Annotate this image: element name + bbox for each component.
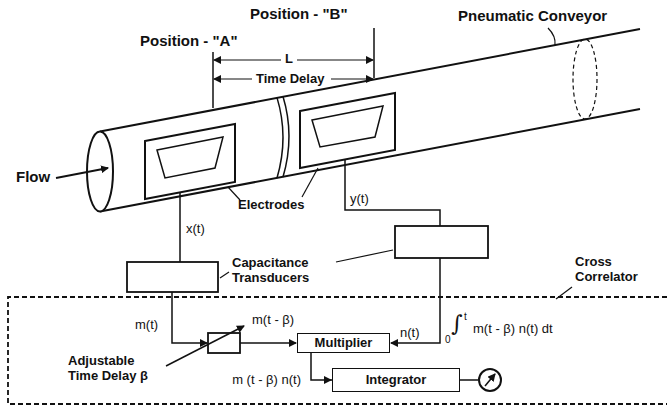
- flow-arrow: [56, 168, 108, 178]
- correlator-region: [8, 297, 667, 404]
- text-label: Adjustable Time Delay β: [68, 354, 168, 384]
- text-label: y(t): [350, 192, 369, 207]
- dimension-arrow: [214, 59, 281, 60]
- text-label: n(t): [400, 326, 420, 341]
- arrow-head: [324, 376, 332, 384]
- transducer-box: [127, 262, 218, 292]
- dimension-line: [212, 52, 214, 108]
- connector: [311, 353, 332, 380]
- signal-wire: [460, 379, 478, 381]
- process-box: Integrator: [332, 368, 460, 392]
- text-label: Position - "B": [250, 5, 348, 22]
- process-box: Multiplier: [297, 333, 390, 353]
- pipe-section: [573, 39, 597, 119]
- transducer-box: [395, 226, 488, 258]
- text-label: 0: [445, 334, 451, 346]
- dimension-arrow: [331, 78, 373, 79]
- text-label: m(t): [135, 318, 158, 333]
- leader-line: [220, 272, 229, 278]
- signal-wire: [240, 342, 296, 344]
- signal-wire: [345, 159, 440, 226]
- text-label: Capacitance Transducers: [232, 256, 337, 286]
- pipe-joint: [283, 97, 289, 178]
- text-label: Flow: [16, 168, 50, 185]
- text-label: Time Delay: [256, 72, 324, 87]
- meter-needle: [485, 374, 495, 386]
- text-label: x(t): [186, 222, 205, 237]
- text-label: Cross Correlator: [575, 255, 660, 285]
- text-label: L: [285, 52, 293, 67]
- box-label: Multiplier: [315, 336, 373, 350]
- pipe-wall: [100, 29, 640, 212]
- electrode: [157, 137, 223, 178]
- edge-label: m (t - β) n(t): [230, 373, 303, 388]
- leader-line: [548, 28, 555, 45]
- text-label: Pneumatic Conveyor: [458, 7, 607, 24]
- text-label: ∫: [451, 313, 462, 335]
- text-label: t: [464, 311, 467, 323]
- pipe-joint: [277, 98, 283, 178]
- dimension-arrow: [214, 78, 252, 79]
- text-label: m(t - β): [252, 313, 294, 328]
- electrode: [145, 124, 235, 199]
- dimension-line: [373, 28, 375, 78]
- electrode: [312, 106, 383, 147]
- leader-line: [302, 168, 318, 197]
- signal-wire: [179, 192, 181, 262]
- electrode: [300, 93, 395, 168]
- dimension-arrow: [297, 59, 373, 60]
- adjust-arrow: [166, 326, 244, 366]
- meter-symbol: [479, 369, 501, 391]
- text-label: Position - "A": [140, 32, 238, 49]
- box-label: Integrator: [366, 373, 427, 387]
- signal-wire: [391, 258, 440, 343]
- leader-line: [336, 250, 393, 262]
- signal-wire: [172, 292, 207, 343]
- text-label: Electrodes: [238, 198, 304, 213]
- text-label: m(t - β) n(t) dt: [473, 322, 553, 337]
